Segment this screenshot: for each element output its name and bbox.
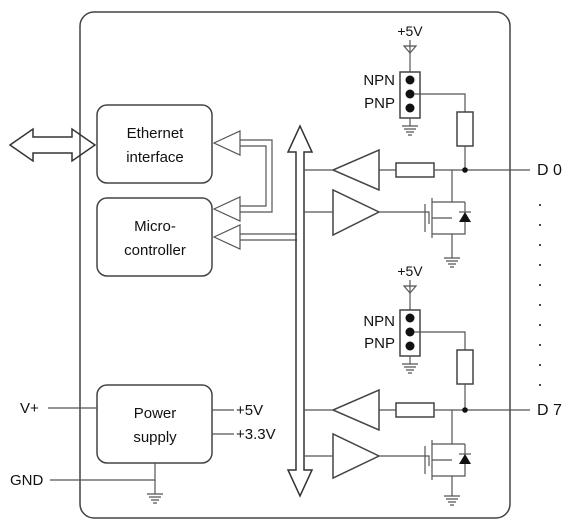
ethernet-micro-link xyxy=(212,130,273,222)
d7-npn-label: NPN xyxy=(363,313,395,330)
micro-label-line2: controller xyxy=(124,242,186,259)
power-label-line1: Power xyxy=(134,405,177,422)
ethernet-label-line1: Ethernet xyxy=(127,125,185,142)
d0-supply-label: +5V xyxy=(397,23,423,39)
d0-pnp-label: PNP xyxy=(364,95,395,112)
power-supply-block xyxy=(96,384,213,464)
d7-output-label: D 7 xyxy=(537,402,562,419)
d0-input-buffer xyxy=(331,148,380,192)
channel-ellipsis xyxy=(539,204,541,386)
vplus-label: V+ xyxy=(20,400,39,417)
power-label-line2: supply xyxy=(133,429,177,446)
d0-npn-label: NPN xyxy=(363,72,395,89)
d7-resistor-vertical xyxy=(456,349,474,385)
ground-symbol xyxy=(147,493,163,504)
output-3v3-label: +3.3V xyxy=(236,426,276,443)
channel-d7: +5V NPN PNP D 7 xyxy=(304,263,562,506)
micro-bus-link xyxy=(212,224,297,250)
internal-bus-arrow xyxy=(286,124,314,498)
d0-resistor-series xyxy=(395,162,435,178)
d7-resistor-series xyxy=(395,402,435,418)
d7-pnp-label: PNP xyxy=(364,335,395,352)
gnd-label: GND xyxy=(10,472,44,489)
ethernet-interface-block xyxy=(96,104,213,184)
d7-supply-label: +5V xyxy=(397,263,423,279)
channel-d0: +5V NPN PNP D 0 xyxy=(304,23,562,268)
ethernet-port-arrow xyxy=(8,127,97,163)
ethernet-label-line2: interface xyxy=(126,149,184,166)
microcontroller-block xyxy=(96,197,213,277)
output-5v-label: +5V xyxy=(236,402,263,419)
d7-input-buffer xyxy=(331,388,380,432)
d0-output-label: D 0 xyxy=(537,162,562,179)
d0-resistor-vertical xyxy=(456,111,474,147)
micro-label-line1: Micro- xyxy=(134,218,176,235)
